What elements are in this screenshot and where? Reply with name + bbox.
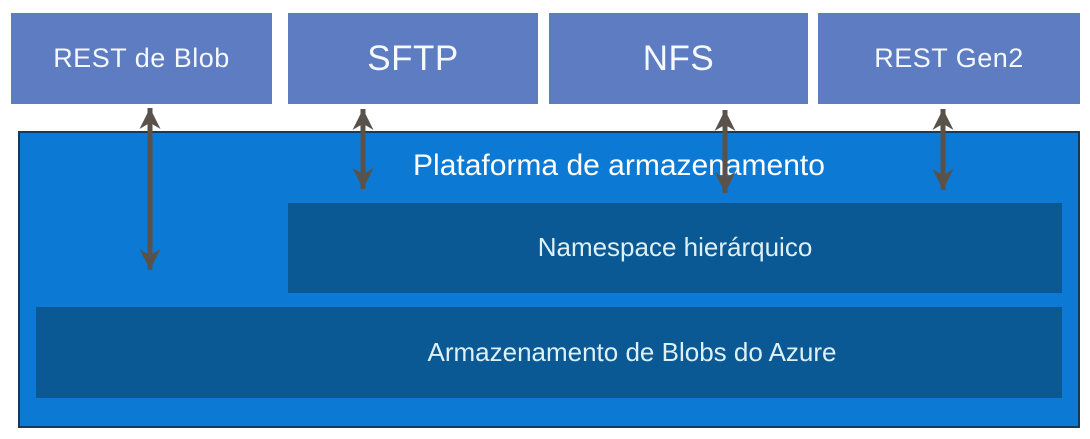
protocol-box-rest-de-blob: REST de Blob	[11, 13, 272, 104]
protocol-box-label: NFS	[642, 38, 715, 78]
hierarchical-namespace-label: Namespace hierárquico	[537, 232, 813, 262]
protocol-box-sftp: SFTP	[288, 13, 538, 104]
protocol-box-label: REST de Blob	[53, 43, 230, 73]
hierarchical-namespace-box	[288, 203, 1062, 293]
storage-platform-title: Plataforma de armazenamento	[413, 149, 825, 182]
protocol-box-label: SFTP	[367, 38, 459, 78]
azure-blob-storage-box	[36, 307, 1062, 398]
azure-blob-storage-label: Armazenamento de Blobs do Azure	[427, 337, 837, 367]
protocol-box-rest-gen2: REST Gen2	[818, 13, 1080, 104]
protocol-box-nfs: NFS	[549, 13, 808, 104]
protocol-box-label: REST Gen2	[874, 43, 1024, 73]
